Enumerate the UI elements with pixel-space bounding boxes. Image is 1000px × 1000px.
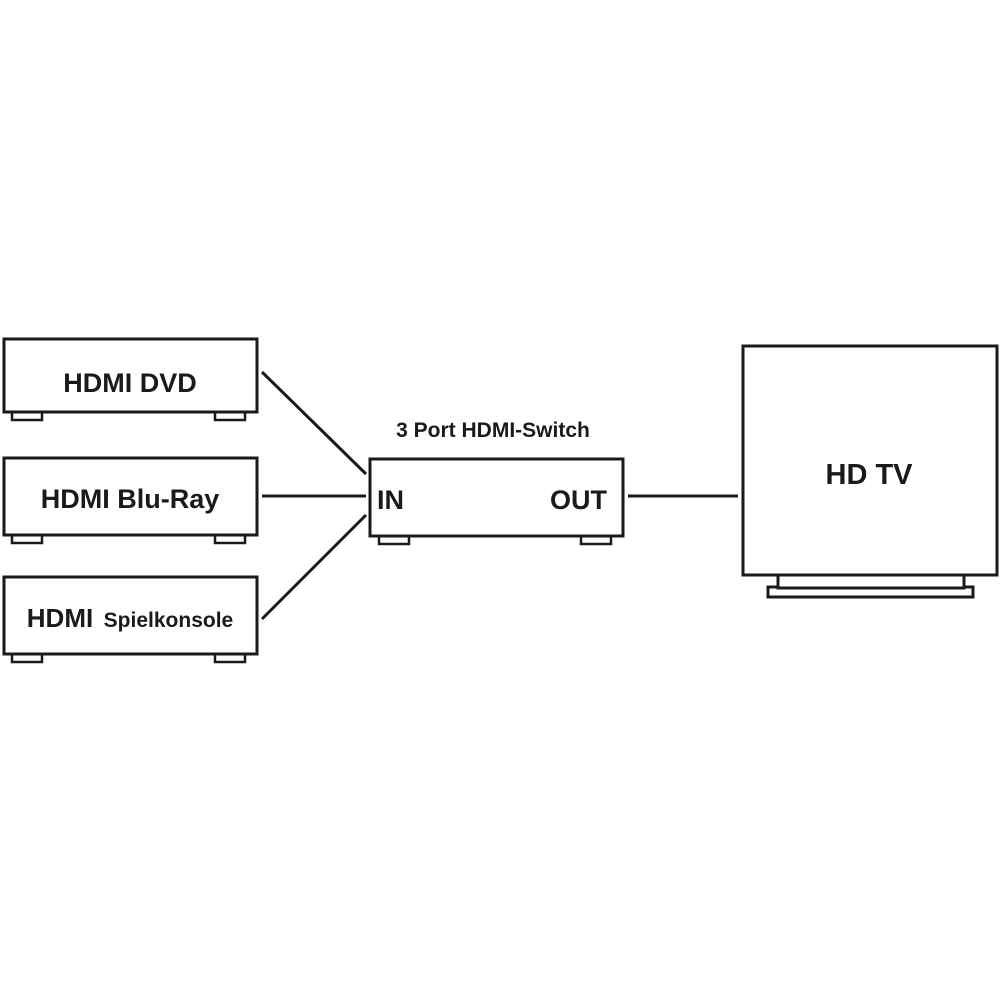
switch-out-label: OUT (550, 485, 608, 515)
console-label-suffix: Spielkonsole (104, 609, 234, 632)
hdmi-switch: 3 Port HDMI-Switch IN OUT (368, 419, 625, 546)
dvd-box (2, 337, 259, 414)
switch-box (368, 457, 625, 538)
bluray-box (2, 456, 259, 537)
dvd-label: HDMI DVD (63, 368, 197, 398)
wire-dvd-to-switch (260, 370, 368, 476)
hd-tv: HD TV (741, 344, 999, 599)
switch-title: 3 Port HDMI-Switch (396, 419, 590, 442)
device-bluray: HDMI Blu-Ray (2, 456, 259, 545)
bluray-label: HDMI Blu-Ray (41, 484, 220, 514)
wire-console-to-switch (260, 513, 368, 621)
device-console: HDMI Spielkonsole (2, 575, 259, 664)
device-dvd: HDMI DVD (2, 337, 259, 422)
tv-label: HD TV (826, 459, 914, 491)
switch-in-label: IN (377, 485, 404, 515)
console-box (2, 575, 259, 656)
tv-screen (741, 344, 999, 577)
console-label: HDMI Spielkonsole (27, 603, 233, 633)
console-label-prefix: HDMI (27, 603, 93, 633)
